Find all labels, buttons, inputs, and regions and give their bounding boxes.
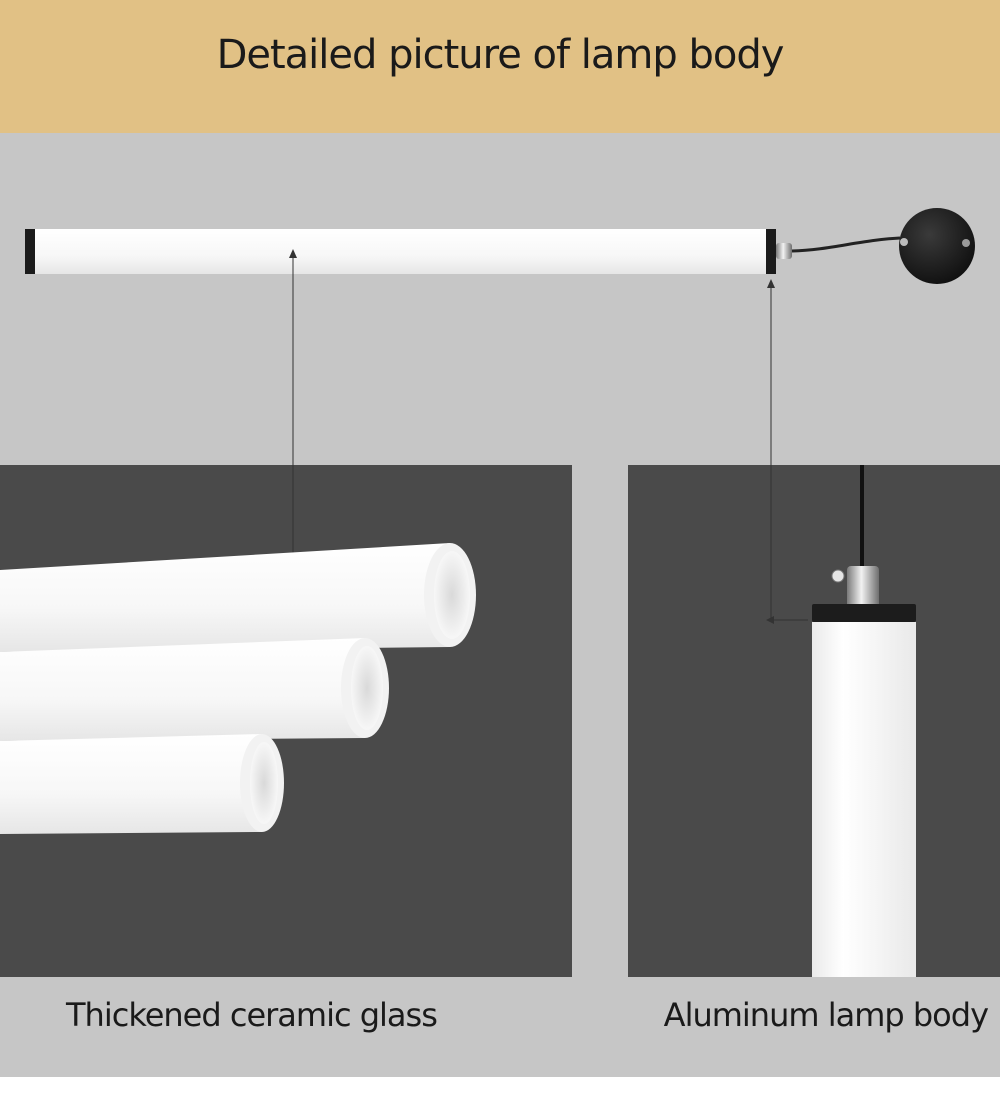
glass-callout-arrow: [289, 249, 297, 572]
cable-connector: [776, 243, 792, 259]
aluminum-cap: [812, 604, 916, 622]
header-banner: Detailed picture of lamp body: [0, 0, 1000, 133]
aluminum-pendant-lamp: [812, 465, 916, 977]
chrome-connector: [847, 566, 879, 608]
lamp-tube: [30, 229, 770, 274]
canopy-grommet: [900, 238, 908, 246]
lamp-end-cap-left: [25, 229, 35, 274]
ceramic-glass-tubes: [0, 543, 476, 834]
power-cable: [791, 236, 901, 253]
body-callout-arrow: [766, 279, 808, 624]
lamp-end-cap-right: [766, 229, 776, 274]
canopy-screw: [962, 239, 970, 247]
horizontal-lamp: [25, 208, 975, 284]
pendant-tube: [812, 622, 916, 977]
caption-ceramic-glass: Thickened ceramic glass: [66, 996, 438, 1034]
caption-aluminum-body: Aluminum lamp body: [663, 996, 989, 1034]
ceiling-canopy: [899, 208, 975, 284]
page-title: Detailed picture of lamp body: [216, 31, 785, 78]
pendant-cable: [860, 465, 864, 575]
bottom-margin: [0, 1077, 1000, 1103]
